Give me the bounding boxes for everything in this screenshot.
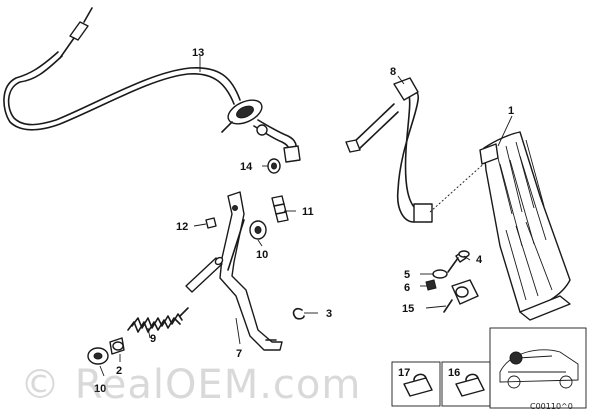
bushing-and-clip	[87, 337, 125, 365]
pedal-lever-assembly	[345, 77, 489, 223]
callout-16: 16	[448, 367, 460, 379]
callout-15: 15	[402, 303, 414, 315]
callout-11: 11	[302, 206, 314, 218]
fasteners-group	[425, 250, 479, 313]
pedal-plate	[479, 131, 571, 321]
drawing-number: C00110^0	[530, 402, 573, 411]
callout-7: 7	[236, 348, 242, 360]
inset-panels	[391, 327, 587, 409]
return-spring	[127, 307, 189, 333]
inset-17	[391, 361, 441, 407]
callout-3: 3	[326, 308, 332, 320]
rivet	[205, 217, 217, 229]
callout-1: 1	[508, 105, 514, 117]
callout-13: 13	[192, 47, 204, 59]
callout-9: 9	[150, 333, 156, 345]
intermediate-lever	[185, 191, 283, 351]
leader-lines	[99, 56, 513, 377]
accelerator-cable	[3, 7, 301, 163]
callout-14: 14	[240, 161, 253, 173]
callout-17: 17	[398, 367, 410, 379]
pivot-bushing	[249, 220, 267, 240]
callout-10-lower: 10	[94, 383, 106, 395]
callouts: 1 2 3 4 5 6 7 8 9 10 10 11 12 13 14 15 1…	[94, 47, 514, 395]
bracket-clip	[271, 195, 289, 223]
callout-6: 6	[404, 282, 410, 294]
callout-10-upper: 10	[256, 249, 268, 261]
callout-12: 12	[176, 221, 188, 233]
inset-car	[489, 327, 587, 409]
circlip	[292, 307, 305, 320]
cable-bushing	[267, 158, 281, 174]
callout-5: 5	[404, 269, 410, 281]
watermark: © RealOEM.com	[20, 362, 362, 408]
callout-8: 8	[390, 66, 396, 78]
callout-2: 2	[116, 365, 122, 377]
callout-4: 4	[476, 254, 483, 266]
